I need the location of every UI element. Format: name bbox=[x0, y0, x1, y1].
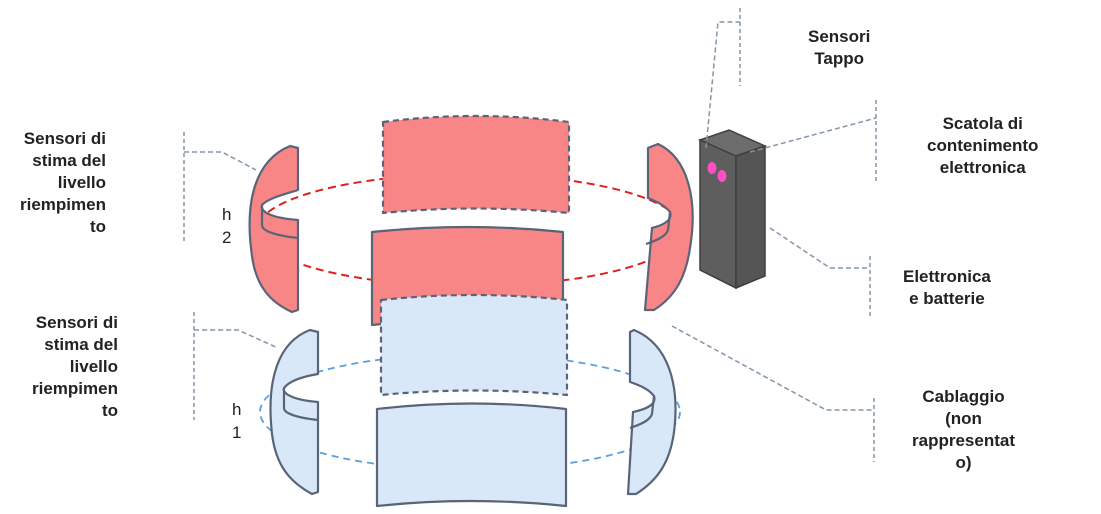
label-h1: h 1 bbox=[232, 400, 242, 442]
upper-right-segment-inner-edge bbox=[645, 211, 672, 246]
box-top-face bbox=[697, 129, 768, 157]
lower-left-segment-inner-edge bbox=[282, 388, 319, 422]
lower-right-segment-inner-edge bbox=[629, 395, 656, 430]
upper-ring bbox=[248, 114, 694, 327]
leader-sensori-tappo bbox=[705, 21, 740, 149]
box-front-face bbox=[699, 138, 737, 290]
label-sensori-h1: Sensori di stima del livello riempimen t… bbox=[32, 313, 118, 420]
leader-sensori-h2 bbox=[184, 151, 257, 171]
box-side-face bbox=[735, 144, 766, 290]
upper-left-segment-inner-edge bbox=[260, 205, 299, 240]
label-sensori-tappo: Sensori Tappo bbox=[808, 27, 871, 68]
upper-front-top-panel bbox=[381, 114, 571, 215]
lower-ring bbox=[259, 293, 681, 508]
lower-left-sensor-segment bbox=[269, 328, 320, 496]
leader-cablaggio bbox=[671, 325, 874, 411]
leader-elettronica bbox=[769, 227, 870, 269]
leader-sensori-h1 bbox=[194, 329, 279, 349]
label-h2: h 2 bbox=[222, 205, 232, 247]
led-indicator-icon bbox=[707, 162, 717, 174]
label-cablaggio: Cablaggio (non rappresentat o) bbox=[912, 387, 1015, 472]
leader-scatola bbox=[749, 117, 877, 153]
label-scatola: Scatola di contenimento elettronica bbox=[927, 114, 1039, 177]
lower-front-top-panel bbox=[379, 293, 569, 397]
electronics-box-icon bbox=[697, 129, 768, 290]
lower-level-ellipse bbox=[259, 353, 681, 471]
label-elettronica: Elettronica e batterie bbox=[903, 267, 991, 308]
led-indicator-icon bbox=[717, 170, 727, 182]
leader-lines bbox=[183, 8, 877, 462]
label-sensori-h2: Sensori di stima del livello riempimen t… bbox=[20, 129, 106, 236]
upper-left-sensor-segment bbox=[248, 144, 300, 314]
lower-front-bottom-panel bbox=[375, 402, 568, 508]
